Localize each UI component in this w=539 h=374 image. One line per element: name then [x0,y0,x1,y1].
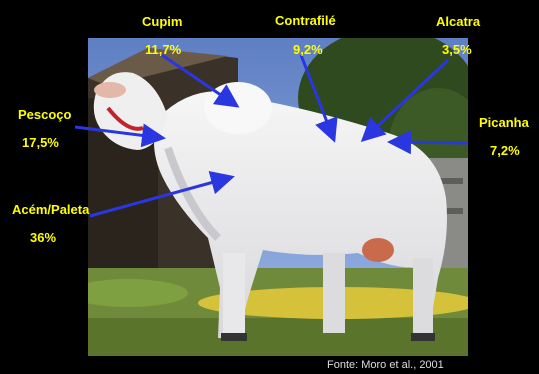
arrow-picanha [390,142,468,143]
arrow-alcatra [363,60,448,140]
source-caption: Fonte: Moro et al., 2001 [327,359,444,371]
label-picanha: Picanha [479,115,529,130]
arrow-pescoco [75,127,163,138]
label-pescoco: Pescoço [18,107,71,122]
percent-alcatra: 3,5% [442,42,472,57]
percent-picanha: 7,2% [490,143,520,158]
arrow-contrafile [301,55,334,140]
label-contrafile: Contrafilé [275,13,336,28]
percent-acem-paleta: 36% [30,230,56,245]
arrow-acem [90,177,232,216]
label-cupim: Cupim [142,14,182,29]
percent-contrafile: 9,2% [293,42,323,57]
arrow-cupim [162,55,237,106]
percent-cupim: 11,7% [145,42,181,57]
percent-pescoco: 17,5% [22,135,59,150]
label-acem-paleta: Acém/Paleta [12,202,89,217]
label-alcatra: Alcatra [436,14,480,29]
